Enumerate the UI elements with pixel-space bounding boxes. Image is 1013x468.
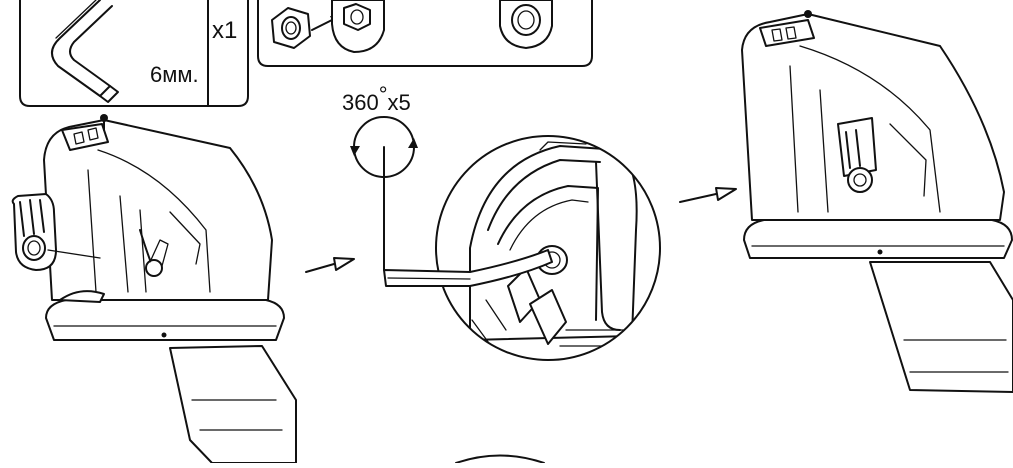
rotation-value-label: 360°x5 (342, 82, 411, 115)
hex-key-icon (51, 0, 119, 103)
hex-key-in-use (383, 249, 553, 287)
mount-body-result (741, 13, 1005, 221)
nut-holder-detached (11, 193, 101, 271)
rotation-arrow-left-icon (350, 146, 360, 156)
rotation-arrow-right-icon (408, 138, 418, 148)
nut-box-frame (257, 0, 593, 67)
hex-key-size-label: 6мм. (150, 62, 199, 87)
assembled-holder-icon (499, 0, 553, 49)
step-arrow-1 (305, 257, 355, 273)
nut-box (257, 0, 593, 67)
step-arrow-2 (679, 187, 737, 203)
next-magnifier-edge (455, 454, 545, 464)
mount-arm-result (869, 261, 1013, 393)
mount-body (43, 119, 273, 301)
hex-nut-icon (271, 7, 311, 49)
mount-assembly-left (43, 114, 297, 464)
magnifier-circle (435, 135, 661, 361)
magnified-detail (435, 135, 661, 361)
rotation-indicator: 360°x5 (342, 82, 418, 271)
mount-assembly-right (741, 10, 1013, 393)
hex-key-box: 6мм. x1 (19, 0, 249, 107)
hex-key-box-frame (19, 0, 249, 107)
nut-holder-icon (331, 0, 385, 53)
mount-arm (169, 345, 297, 464)
hex-key-quantity-label: x1 (212, 17, 237, 44)
